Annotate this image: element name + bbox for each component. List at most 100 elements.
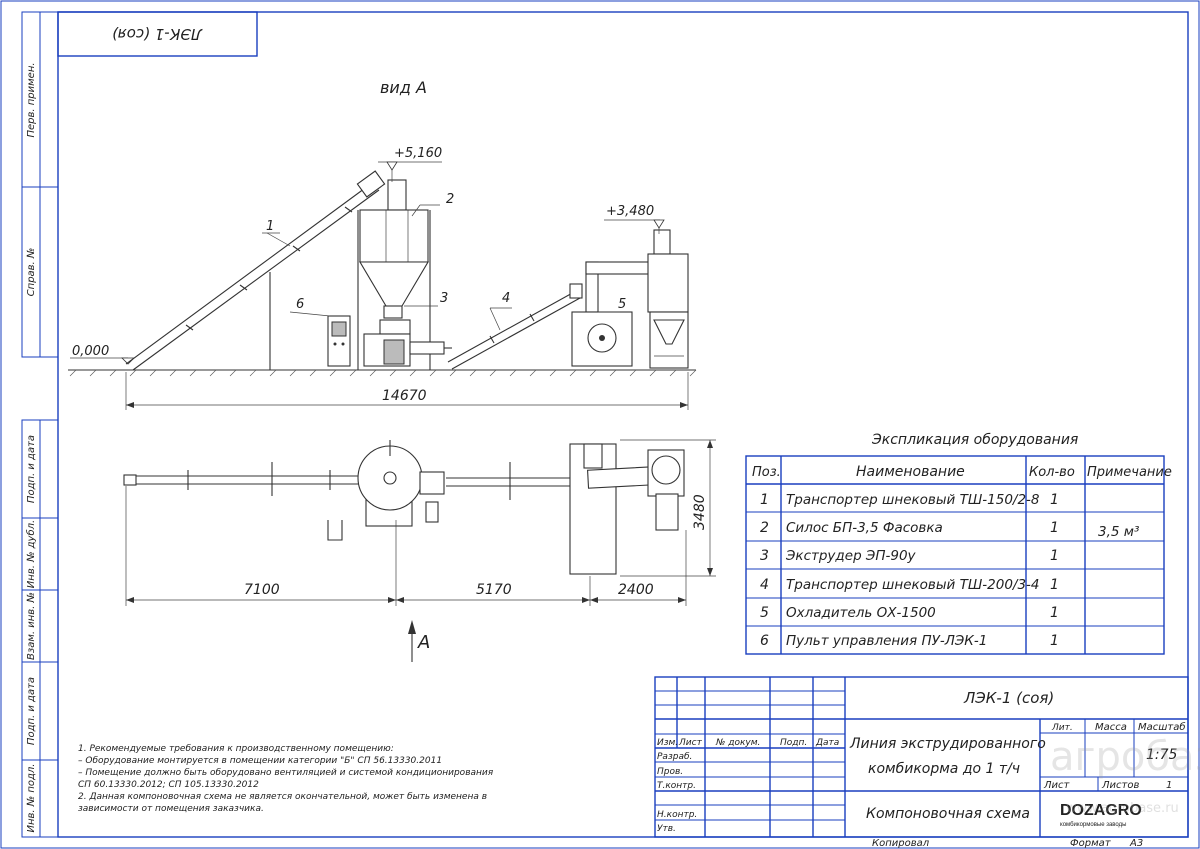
control-panel-6 xyxy=(327,315,351,367)
watermark: агробаза xyxy=(1050,734,1200,780)
tb-sheets-value: 1 xyxy=(1166,780,1172,791)
note-line-5: 2. Данная компоновочная схема не являетс… xyxy=(78,792,487,802)
col-header-pos: Поз. xyxy=(752,465,781,480)
side-label-3: Подп. и дата xyxy=(26,435,37,503)
note-line-4: СП 60.13330.2012; СП 105.13330.2012 xyxy=(78,780,259,790)
callout-5: 5 xyxy=(618,297,626,312)
tb-name-line2: комбикорма до 1 т/ч xyxy=(868,761,1020,777)
tb-scale-value: 1:75 xyxy=(1146,747,1178,763)
company-subtitle: комбикормовые заводы xyxy=(1060,822,1126,828)
tb-designation: ЛЭК-1 (соя) xyxy=(963,689,1054,707)
side-label-6: Подп. и дата xyxy=(26,677,37,745)
elevation-view: вид А 0,000 xyxy=(68,78,697,410)
col-header-qty: Кол-во xyxy=(1029,465,1075,480)
dim-total-value: 14670 xyxy=(382,388,427,404)
tb-row-utv: Утв. xyxy=(657,824,676,834)
watermark-site: www.agrobase.ru xyxy=(1066,801,1179,816)
tb-row-razrab: Разраб. xyxy=(657,752,692,762)
note-line-2: – Оборудование монтируется в помещении к… xyxy=(78,756,442,766)
section-arrow-a: А xyxy=(408,620,430,662)
tb-doc-title: Компоновочная схема xyxy=(866,806,1030,822)
side-label-5: Взам. инв. № xyxy=(26,592,37,660)
tb-col-sign: Подп. xyxy=(780,738,807,748)
row-5-qty: 1 xyxy=(1050,605,1059,621)
level-mark-top-right: +3,480 xyxy=(604,204,665,234)
plan-view: А 7100 5170 2400 3480 xyxy=(123,439,716,662)
floor-hatch xyxy=(69,369,697,377)
plan-dim-a: 7100 xyxy=(244,582,280,598)
callout-6: 6 xyxy=(296,297,304,312)
inclined-conveyor-1 xyxy=(125,170,386,371)
col-header-note: Примечание xyxy=(1087,465,1172,480)
explication-title: Экспликация оборудования xyxy=(871,432,1078,448)
row-4-name: Транспортер шнековый ТШ-200/3-4 xyxy=(786,577,1040,593)
callout-2: 2 xyxy=(446,192,454,207)
dim-total: 14670 xyxy=(125,372,689,410)
tb-row-nkontr: Н.контр. xyxy=(657,810,697,820)
row-1-qty: 1 xyxy=(1050,492,1059,508)
note-line-6: зависимости от помещения заказчика. xyxy=(78,804,264,814)
row-2-name: Силос БП-3,5 Фасовка xyxy=(786,520,943,536)
plan-silo xyxy=(357,440,445,527)
plan-cooler xyxy=(569,443,685,575)
inclined-conveyor-4 xyxy=(447,283,583,370)
extruder-3 xyxy=(363,319,452,367)
row-2-note: 3,5 м³ xyxy=(1098,524,1139,540)
tb-col-list: Лист xyxy=(678,738,703,748)
bagging-unit xyxy=(647,229,689,369)
side-label-1: Перв. примен. xyxy=(26,62,37,137)
tb-row-prov: Пров. xyxy=(657,767,683,777)
row-2-qty: 1 xyxy=(1050,520,1059,536)
tb-name-line1: Линия экструдированного xyxy=(849,736,1046,752)
explication-table: Экспликация оборудования Поз. Наименован… xyxy=(745,432,1172,655)
tb-scale-label: Масштаб xyxy=(1138,721,1186,733)
row-1-name: Транспортер шнековый ТШ-150/2-8 xyxy=(786,492,1040,508)
drawing-frame xyxy=(57,11,1189,838)
note-line-3: – Помещение должно быть оборудовано вент… xyxy=(78,768,494,778)
company-name: DOZAGRO xyxy=(1060,802,1142,819)
row-6-name: Пульт управления ПУ-ЛЭК-1 xyxy=(786,633,987,649)
plan-panel xyxy=(327,520,343,541)
plan-conveyor-4 xyxy=(446,462,589,500)
company-logo: DOZAGRO комбикормовые заводы xyxy=(1060,802,1142,828)
callout-3: 3 xyxy=(440,291,448,306)
row-3-name: Экструдер ЭП-90у xyxy=(785,548,917,564)
plan-conveyor-1 xyxy=(123,462,368,496)
tb-copied: Копировал xyxy=(872,838,930,849)
row-4-pos: 4 xyxy=(760,577,769,593)
row-3-qty: 1 xyxy=(1050,548,1059,564)
row-5-pos: 5 xyxy=(760,605,769,621)
tb-mass-label: Масса xyxy=(1095,722,1127,733)
tb-col-doc: № докум. xyxy=(715,738,760,748)
title-block: Изм. Лист № докум. Подп. Дата Разраб. Пр… xyxy=(654,676,1200,849)
side-label-4: Инв. № дубл. xyxy=(25,520,37,588)
tb-format-label: Формат xyxy=(1070,838,1112,849)
callouts: 1 2 3 4 5 6 xyxy=(262,192,626,331)
callout-1: 1 xyxy=(266,219,274,234)
tb-col-izm: Изм. xyxy=(657,738,678,748)
notes: 1. Рекомендуемые требования к производст… xyxy=(78,744,494,814)
tb-lit-label: Лит. xyxy=(1051,723,1073,733)
callout-4: 4 xyxy=(502,291,510,306)
mirrored-stamp: ЛЭК-1 (соя) xyxy=(57,11,258,57)
ground-level-value: 0,000 xyxy=(72,344,109,359)
mirrored-stamp-text: ЛЭК-1 (соя) xyxy=(112,25,203,43)
level-mark-top-left: +5,160 xyxy=(378,146,442,182)
row-3-pos: 3 xyxy=(760,548,769,564)
row-1-pos: 1 xyxy=(760,492,769,508)
tb-col-date: Дата xyxy=(815,738,839,748)
view-label: вид А xyxy=(380,78,427,97)
plan-dim-height: 3480 xyxy=(692,494,708,530)
tb-sheets-label: Листов xyxy=(1101,780,1139,791)
plan-dimensions: 7100 5170 2400 3480 xyxy=(125,439,716,606)
silo-2 xyxy=(357,179,431,370)
row-6-pos: 6 xyxy=(760,633,769,649)
row-5-name: Охладитель ОХ-1500 xyxy=(786,605,936,621)
side-label-2: Справ. № xyxy=(26,248,37,297)
ground-level-mark: 0,000 xyxy=(70,344,135,365)
tb-sheet-label: Лист xyxy=(1043,780,1071,791)
tb-format-value: A3 xyxy=(1129,838,1143,849)
row-6-qty: 1 xyxy=(1050,633,1059,649)
